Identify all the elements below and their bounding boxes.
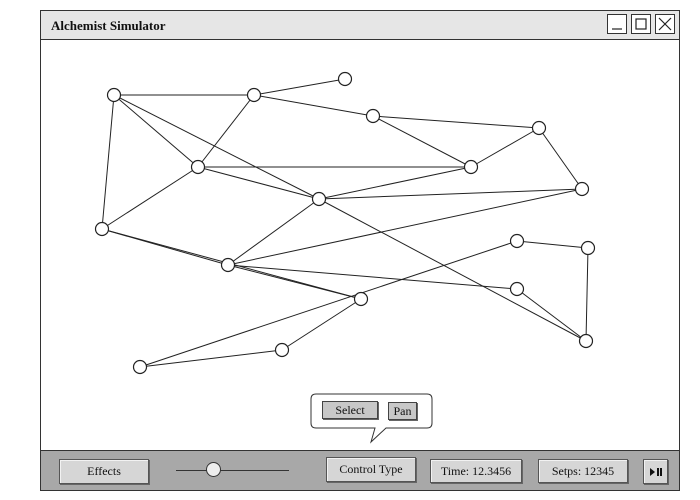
control-type-button[interactable]: Control Type [326,457,416,482]
graph-edge [470,127,540,168]
graph-edge [318,188,583,200]
graph-edge [101,94,115,230]
time-display: Time: 12.3456 [430,459,522,483]
graph-edge [227,188,583,266]
graph-node[interactable] [365,108,381,124]
graph-node[interactable] [246,87,262,103]
simulation-canvas[interactable] [41,40,679,450]
graph-edge [227,264,362,300]
graph-edge [197,166,320,200]
graph-edge [281,298,362,351]
graph-edge [139,349,283,368]
graph-node[interactable] [463,159,479,175]
graph-edge [538,127,583,190]
speed-slider-track[interactable] [176,470,289,471]
nodes-layer [94,71,596,375]
close-button[interactable] [655,14,675,34]
graph-edge [253,94,374,117]
graph-edge [101,166,199,230]
graph-edge [227,198,320,266]
graph-node[interactable] [190,159,206,175]
window-title: Alchemist Simulator [51,18,166,33]
app-window: Alchemist Simulator Select Pan E [40,10,680,491]
graph-node[interactable] [353,291,369,307]
maximize-icon [635,18,647,30]
speed-slider-thumb[interactable] [205,462,221,477]
graph-node[interactable] [580,240,596,256]
play-pause-icon [649,467,662,476]
graph-node[interactable] [220,257,236,273]
minimize-icon [612,28,622,30]
graph-node[interactable] [509,233,525,249]
graph-edge [318,166,472,200]
graph-node[interactable] [94,221,110,237]
graph-edge [227,264,518,290]
graph-node[interactable] [578,333,594,349]
minimize-button[interactable] [607,14,627,34]
graph-node[interactable] [531,120,547,136]
graph-edge [253,78,346,96]
close-icon [658,17,672,31]
graph-edge [197,94,255,168]
graph-node[interactable] [337,71,353,87]
steps-display: Setps: 12345 [538,459,628,483]
graph-edge [113,94,320,200]
graph-node[interactable] [574,181,590,197]
edges-layer [101,78,589,368]
maximize-button[interactable] [631,14,651,34]
graph-edge [516,288,587,342]
graph-edge [101,228,229,266]
title-bar: Alchemist Simulator [41,11,679,40]
graph-edge [372,115,472,168]
graph-edge [585,247,589,342]
graph-edge [113,94,199,168]
bottom-toolbar: Effects Control Type Time: 12.3456 Setps… [41,450,679,490]
graph-edge [139,240,518,368]
graph-edge [516,240,589,249]
graph-node[interactable] [106,87,122,103]
graph-node[interactable] [509,281,525,297]
graph-edge [372,115,540,129]
graph-node[interactable] [132,359,148,375]
select-mode-button[interactable]: Select [322,401,378,419]
graph-node[interactable] [311,191,327,207]
graph-node[interactable] [274,342,290,358]
graph-edge [318,198,587,342]
play-pause-button[interactable] [643,459,668,484]
pan-mode-button[interactable]: Pan [388,402,417,420]
control-type-popup: Select Pan [310,393,433,444]
effects-button[interactable]: Effects [59,459,149,484]
